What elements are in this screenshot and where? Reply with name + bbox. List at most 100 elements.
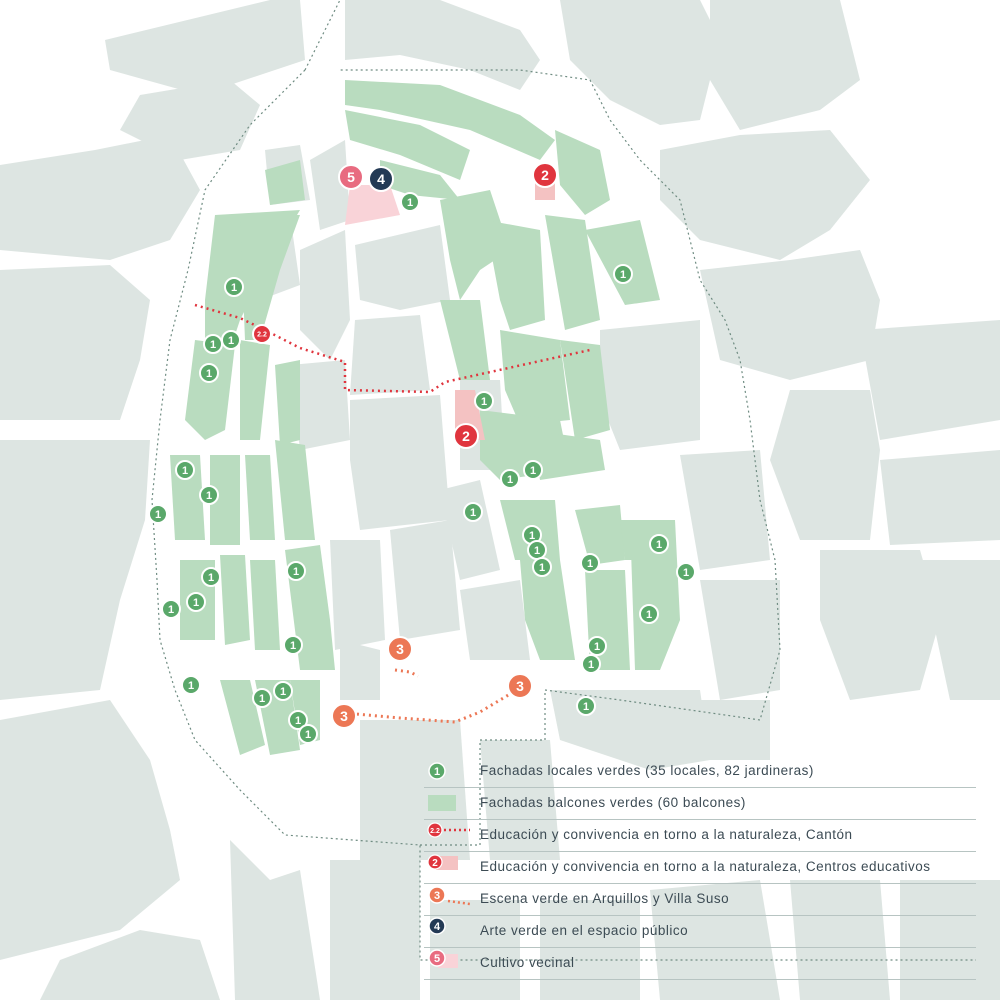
green-facade-marker-icon	[649, 534, 669, 554]
green-facade-marker-number: 1	[507, 474, 513, 486]
canton-marker-number: 2.2	[257, 332, 267, 339]
green-facade-marker-icon	[676, 562, 696, 582]
green-balcony-facades	[170, 80, 680, 755]
legend-red-route-number: 2.2	[430, 828, 440, 835]
legend-navy-circle-number: 4	[434, 921, 441, 933]
legend-item-label: Educación y convivencia en torno a la na…	[480, 859, 931, 874]
green-facade-marker-icon	[273, 681, 293, 701]
green-facade-marker-number: 1	[656, 539, 662, 551]
green-facade-marker-number: 1	[231, 282, 237, 294]
green-facade-marker-icon	[500, 469, 520, 489]
green-scene-marker-number: 3	[396, 641, 404, 657]
legend-icon-slot	[424, 948, 474, 979]
green-facade-marker-number: 1	[208, 572, 214, 584]
legend-item-label: Fachadas locales verdes (35 locales, 82 …	[480, 763, 814, 778]
green-facade-marker-icon	[288, 710, 308, 730]
green-facade-marker-icon	[181, 675, 201, 695]
green-facade-marker-number: 1	[293, 566, 299, 578]
legend-item-label: Educación y convivencia en torno a la na…	[480, 827, 853, 842]
legend-item-label: Escena verde en Arquillos y Villa Suso	[480, 891, 730, 906]
legend-icons: 1 2.2 2 3 4 5	[427, 762, 471, 968]
green-facade-marker-icon	[224, 277, 244, 297]
green-facade-marker-icon	[523, 460, 543, 480]
legend-green-square-icon	[428, 795, 456, 811]
community-garden-marker-number: 5	[347, 169, 355, 185]
route-arquillos	[344, 686, 521, 724]
green-facade-marker-number: 1	[193, 597, 199, 609]
map-legend: Fachadas locales verdes (35 locales, 82 …	[424, 756, 976, 980]
green-facade-marker-number: 1	[620, 269, 626, 281]
green-facade-marker-number: 1	[206, 368, 212, 380]
green-facade-marker-icon	[161, 599, 181, 619]
legend-red-circle-icon	[427, 854, 443, 870]
green-facade-marker-number: 1	[290, 640, 296, 652]
green-facade-marker-icon	[199, 485, 219, 505]
legend-pink-circle-icon	[428, 949, 446, 967]
green-facade-marker-number: 1	[168, 604, 174, 616]
legend-item-label: Fachadas balcones verdes (60 balcones)	[480, 795, 746, 810]
district-boundary	[151, 0, 976, 961]
green-facade-marker-number: 1	[529, 530, 535, 542]
legend-item-green-scene: Escena verde en Arquillos y Villa Suso	[424, 884, 976, 916]
green-facade-marker-number: 1	[587, 558, 593, 570]
green-facade-marker-number: 1	[407, 197, 413, 209]
legend-green-circle-icon	[428, 762, 446, 780]
legend-icon-slot	[424, 788, 474, 819]
legend-icon-slot	[424, 820, 474, 851]
green-facade-marker-icon	[298, 724, 318, 744]
green-facade-marker-icon	[587, 636, 607, 656]
green-facade-marker-icon	[576, 696, 596, 716]
legend-item-green-balconies: Fachadas balcones verdes (60 balcones)	[424, 788, 976, 820]
green-facade-marker-icon	[532, 557, 552, 577]
legend-pink-circle-number: 5	[434, 953, 440, 965]
school-marker-icon	[532, 162, 558, 188]
legend-item-label: Arte verde en el espacio público	[480, 923, 689, 938]
green-facade-marker-icon	[283, 635, 303, 655]
green-art-marker-icon	[368, 166, 394, 192]
green-facade-marker-icon	[199, 363, 219, 383]
legend-item-green-art: Arte verde en el espacio público	[424, 916, 976, 948]
green-facade-marker-number: 1	[259, 693, 265, 705]
green-facade-marker-icon	[186, 592, 206, 612]
legend-orange-circle-icon	[428, 886, 446, 904]
legend-icon-slot	[424, 916, 474, 947]
green-facade-marker-icon	[201, 567, 221, 587]
green-facade-marker-number: 1	[155, 509, 161, 521]
green-scene-marker-icon	[387, 636, 413, 662]
green-facade-marker-number: 1	[583, 701, 589, 713]
green-facade-marker-number: 1	[481, 396, 487, 408]
community-garden-area	[345, 185, 400, 225]
green-scene-marker-icon	[507, 673, 533, 699]
green-scene-marker-number: 3	[516, 678, 524, 694]
green-facade-marker-icon	[580, 553, 600, 573]
legend-icon-slot	[424, 884, 474, 915]
green-facade-marker-number: 1	[206, 490, 212, 502]
canton-marker-icon	[252, 324, 272, 344]
green-facade-marker-icon	[221, 330, 241, 350]
legend-green-circle-number: 1	[434, 766, 440, 778]
green-facade-marker-icon	[613, 264, 633, 284]
green-facade-marker-icon	[252, 688, 272, 708]
green-art-marker-number: 4	[377, 171, 385, 187]
green-facade-marker-icon	[400, 192, 420, 212]
route-villa-suso	[394, 668, 419, 678]
legend-item-community-garden: Cultivo vecinal	[424, 948, 976, 980]
school-marker-number: 2	[462, 428, 470, 444]
green-facade-marker-number: 1	[534, 545, 540, 557]
legend-item-label: Cultivo vecinal	[480, 955, 575, 970]
school-marker-number: 2	[541, 167, 549, 183]
green-facade-marker-number: 1	[539, 562, 545, 574]
green-facade-marker-number: 1	[594, 641, 600, 653]
green-facade-marker-number: 1	[530, 465, 536, 477]
green-scene-marker-icon	[331, 703, 357, 729]
green-facade-marker-icon	[581, 654, 601, 674]
legend-red-route-icon	[427, 822, 443, 838]
legend-item-canton-route: Educación y convivencia en torno a la na…	[424, 820, 976, 852]
community-garden-marker-icon	[338, 164, 364, 190]
green-facade-marker-number: 1	[280, 686, 286, 698]
legend-icon-slot	[424, 756, 474, 787]
